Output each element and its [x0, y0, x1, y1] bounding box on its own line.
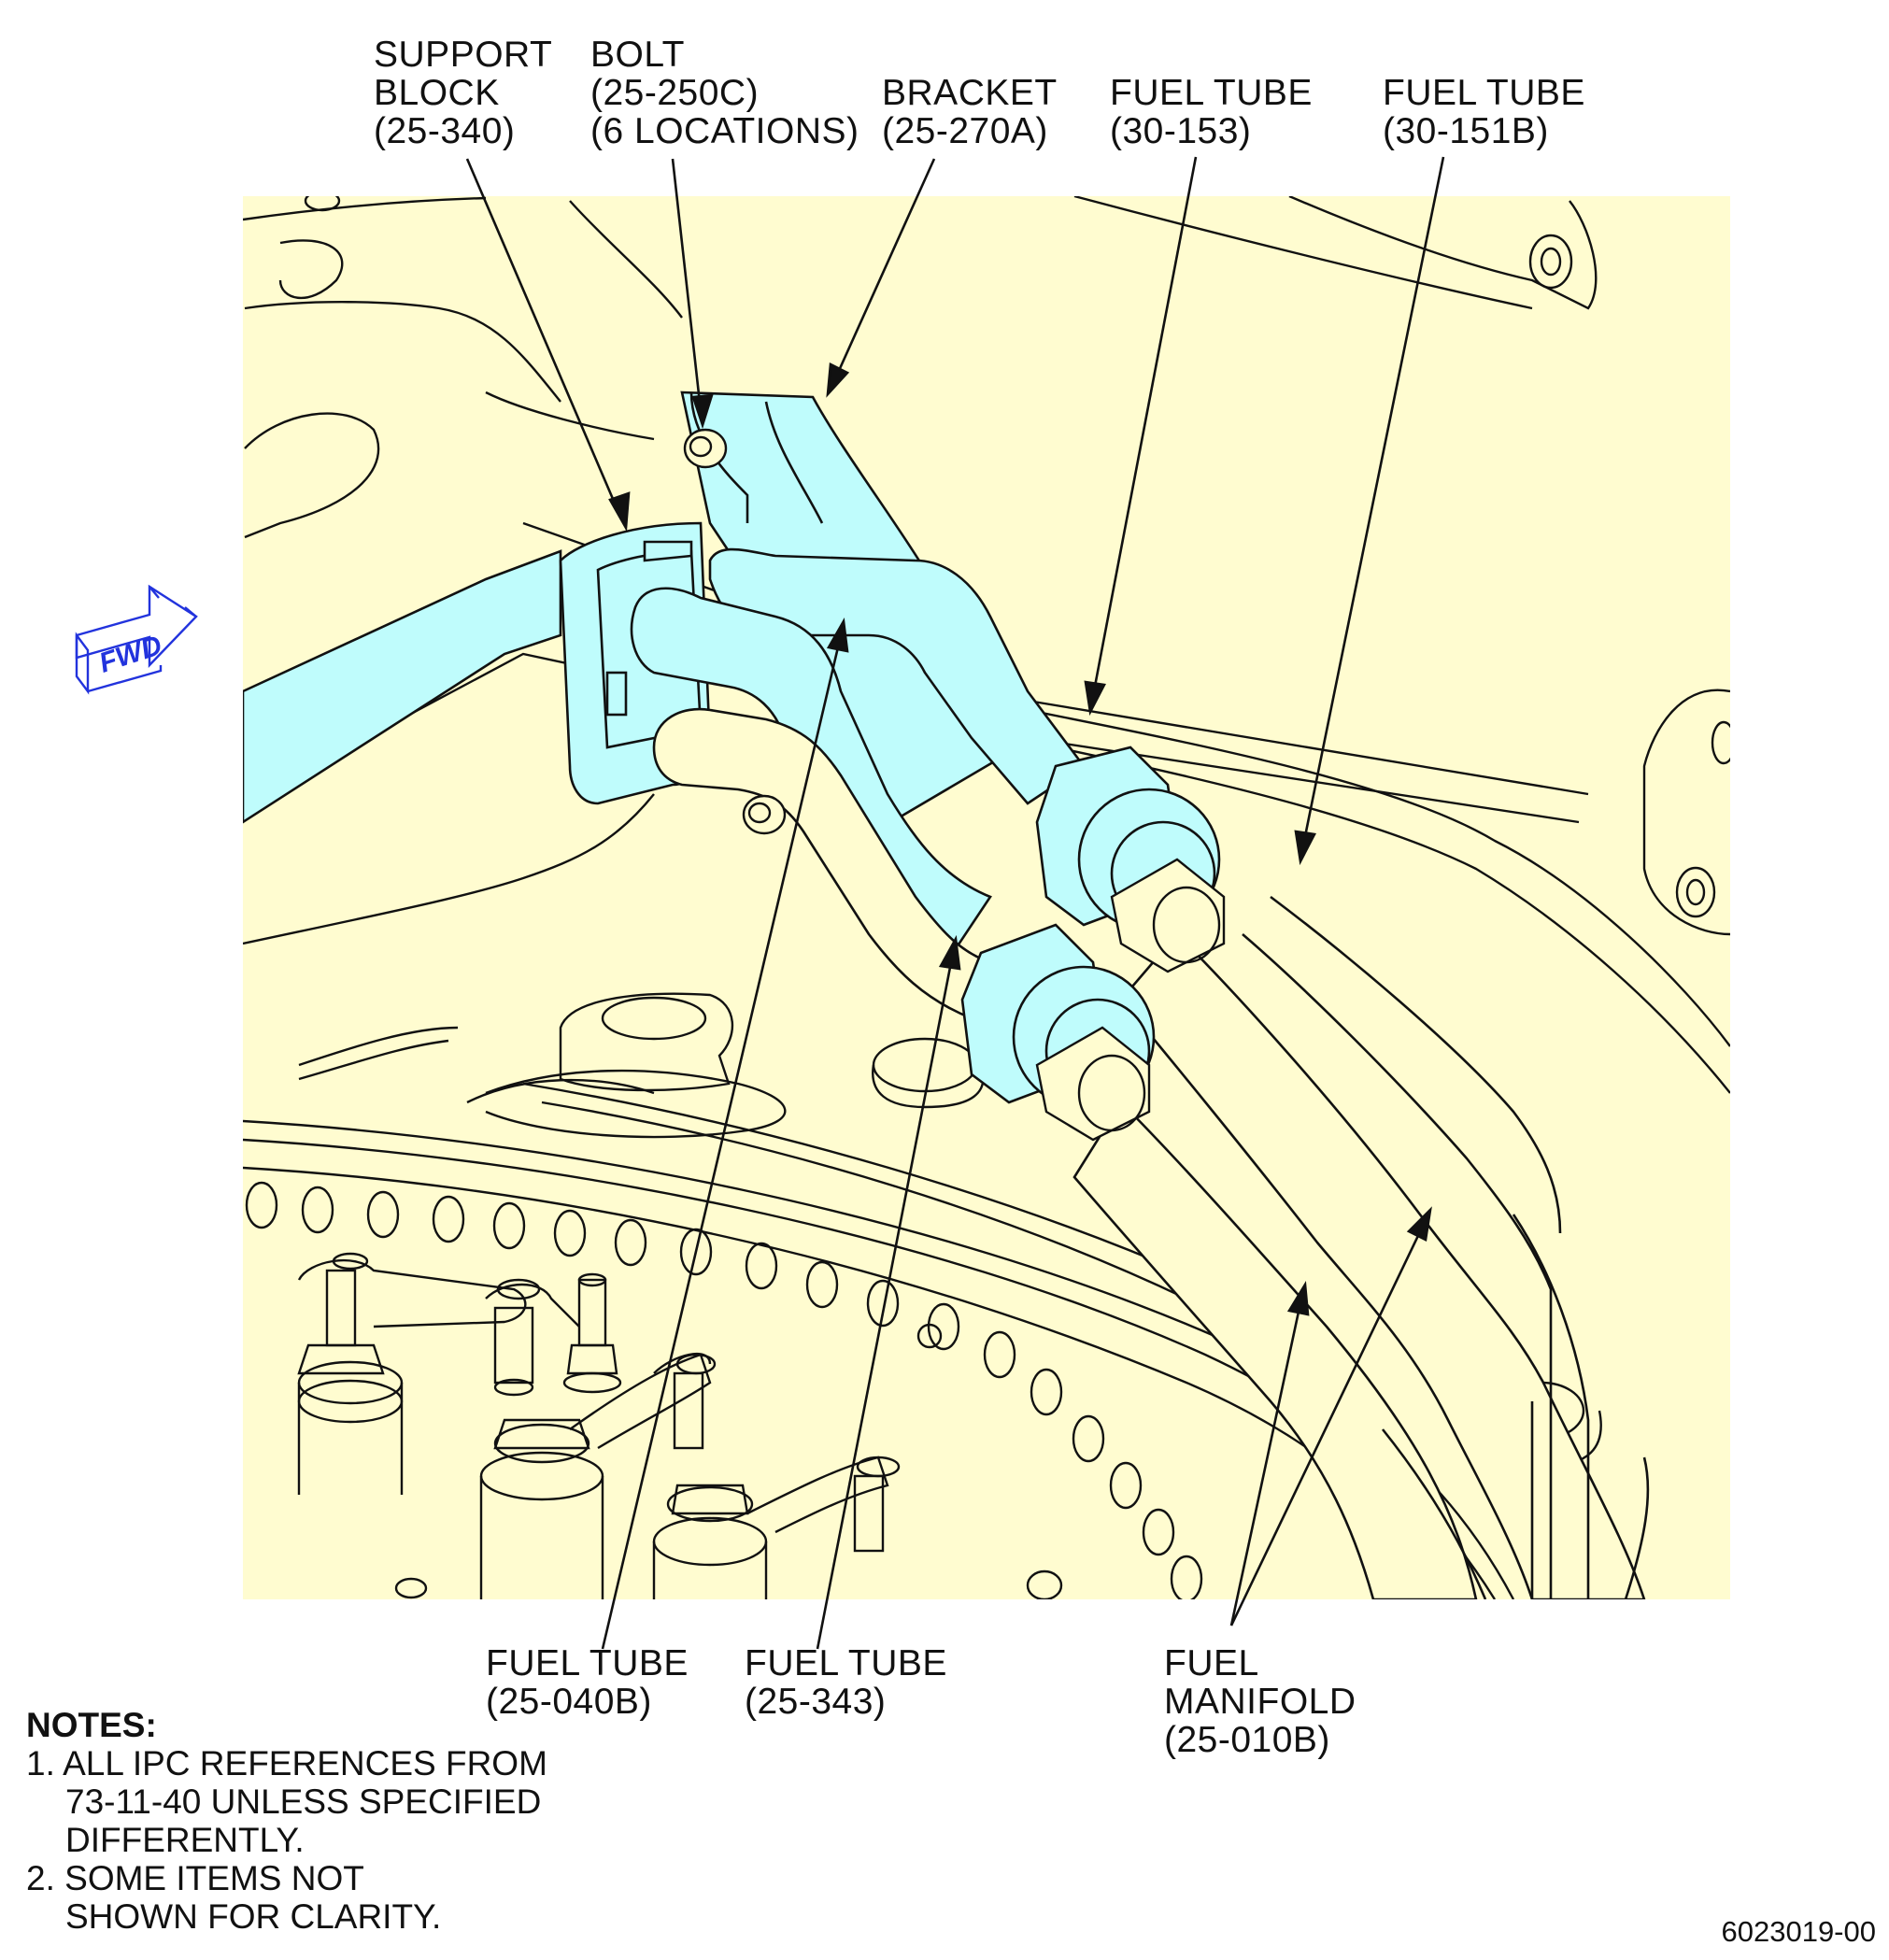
fwd-direction-arrow — [75, 584, 198, 695]
callout-line: (25-340) — [374, 111, 516, 151]
callout-bolt: BOLT (25-250C) (6 LOCATIONS) — [590, 36, 859, 150]
notes-title: NOTES: — [26, 1706, 157, 1744]
note-number: 2. — [26, 1859, 55, 1897]
callout-line: (25-010B) — [1164, 1720, 1330, 1760]
left-fuel-tube — [243, 549, 562, 824]
callout-line: FUEL TUBE — [486, 1643, 689, 1683]
callout-line: (25-250C) — [590, 73, 760, 113]
note-line: DIFFERENTLY. — [65, 1821, 305, 1859]
fuel-nozzle-assemblies — [297, 1252, 1602, 1599]
callout-line: BLOCK — [374, 73, 500, 113]
note-item: 1. ALL IPC REFERENCES FROM 73-11-40 UNLE… — [26, 1744, 547, 1859]
callout-line: FUEL TUBE — [745, 1643, 947, 1683]
drawing-number: 6023019-00 — [1721, 1915, 1877, 1948]
note-line: 1. ALL IPC REFERENCES FROM — [26, 1744, 547, 1782]
callout-line: FUEL TUBE — [1110, 73, 1313, 113]
callout-line: FUEL — [1164, 1643, 1259, 1683]
fuel-manifold-tubes — [1072, 895, 1650, 1599]
callout-line: (25-343) — [745, 1682, 887, 1722]
note-text: SOME ITEMS NOT — [64, 1859, 364, 1897]
callout-line: SUPPORT — [374, 35, 553, 75]
callout-line: (30-151B) — [1383, 111, 1549, 151]
note-number: 1. — [26, 1744, 55, 1782]
callout-line: BOLT — [590, 35, 685, 75]
note-item: 2. SOME ITEMS NOT SHOWN FOR CLARITY. — [26, 1859, 547, 1936]
callout-fuel-tube-25-040b: FUEL TUBE (25-040B) — [486, 1644, 689, 1721]
note-text: ALL IPC REFERENCES FROM — [63, 1744, 547, 1782]
callout-support-block: SUPPORT BLOCK (25-340) — [374, 36, 552, 150]
callout-line: (25-040B) — [486, 1682, 652, 1722]
callout-fuel-tube-30-153: FUEL TUBE (30-153) — [1110, 74, 1313, 150]
callout-fuel-manifold: FUEL MANIFOLD (25-010B) — [1164, 1644, 1356, 1759]
callout-line: MANIFOLD — [1164, 1682, 1356, 1722]
callout-line: (25-270A) — [882, 111, 1048, 151]
tube-fittings — [1035, 858, 1226, 1142]
callout-fuel-tube-30-151b: FUEL TUBE (30-151B) — [1383, 74, 1585, 150]
callout-line: FUEL TUBE — [1383, 73, 1585, 113]
callout-bracket: BRACKET (25-270A) — [882, 74, 1058, 150]
note-line: 73-11-40 UNLESS SPECIFIED — [65, 1782, 542, 1821]
combustor-ring-holes — [245, 1181, 1203, 1599]
notes-block: NOTES: 1. ALL IPC REFERENCES FROM 73-11-… — [26, 1706, 547, 1936]
leader-lines — [465, 156, 1445, 1650]
note-line: SHOWN FOR CLARITY. — [65, 1897, 442, 1936]
note-line: 2. SOME ITEMS NOT — [26, 1859, 547, 1897]
bolts — [683, 428, 787, 835]
callout-line: (6 LOCATIONS) — [590, 111, 859, 151]
callout-fuel-tube-25-343: FUEL TUBE (25-343) — [745, 1644, 947, 1721]
callout-line: BRACKET — [882, 73, 1058, 113]
callout-line: (30-153) — [1110, 111, 1252, 151]
